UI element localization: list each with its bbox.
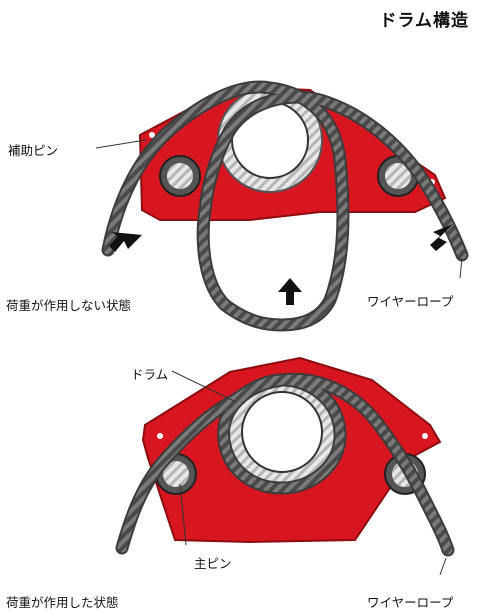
- bottom-wire-rope-label: ワイヤーロープ: [367, 595, 454, 610]
- bottom-assembly: [115, 356, 455, 576]
- load-state-label: 荷重が作用した状態: [6, 595, 119, 610]
- top-right-arrow: [430, 224, 453, 251]
- drum-label: ドラム: [131, 367, 169, 382]
- page-title: ドラム構造: [379, 11, 469, 31]
- top-assembly: [95, 80, 469, 332]
- main-pin-label: 主ピン: [194, 556, 232, 571]
- top-up-arrow: [278, 278, 302, 305]
- no-load-state-label: 荷重が作用しない状態: [6, 298, 132, 313]
- top-left-arrow: [109, 232, 142, 252]
- top-wire-rope-label: ワイヤーロープ: [367, 294, 454, 309]
- auxiliary-pin-label: 補助ピン: [8, 143, 59, 158]
